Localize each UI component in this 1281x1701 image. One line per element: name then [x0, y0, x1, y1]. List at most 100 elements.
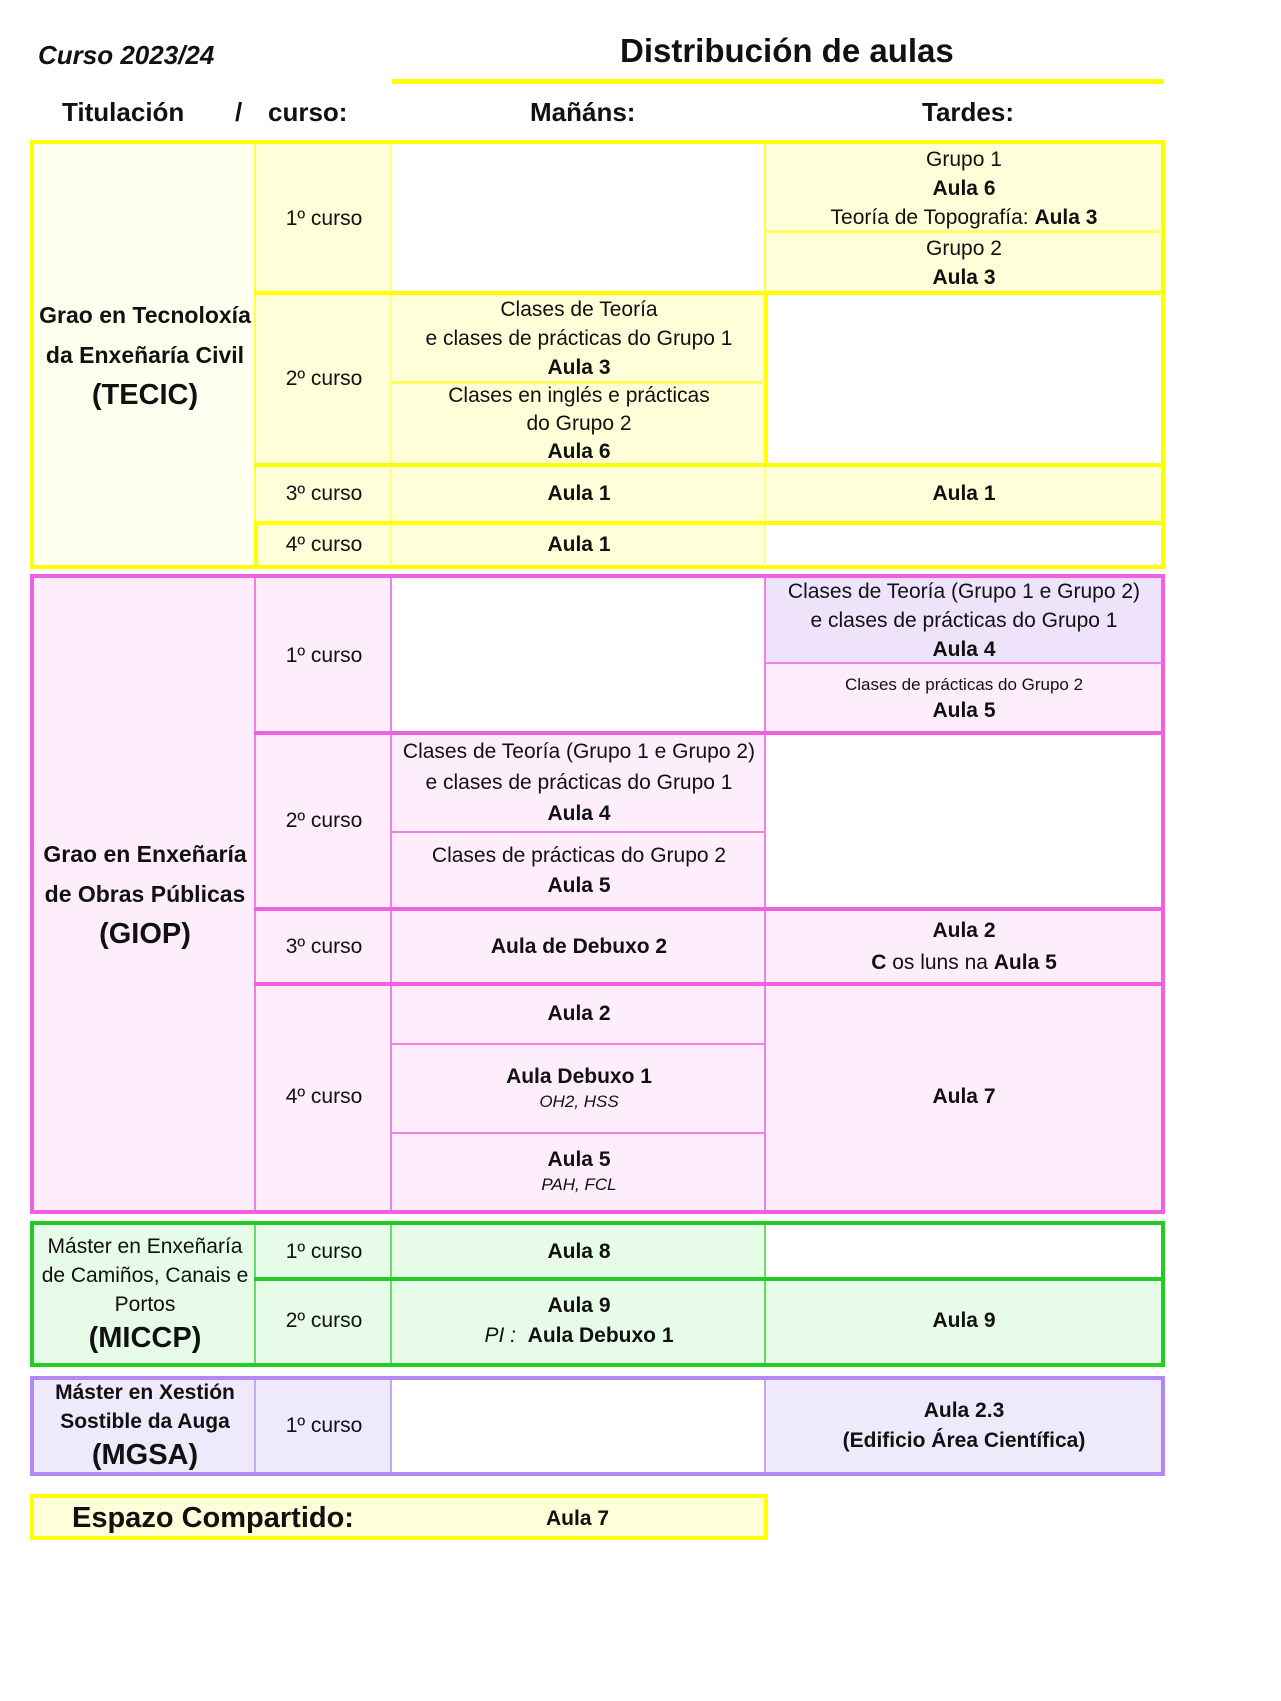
divider	[254, 578, 256, 1210]
schedule-cell: Aula 2.3 (Edificio Área Científica)	[766, 1380, 1162, 1472]
divider	[764, 465, 766, 566]
schedule-cell: Grupo 1 Aula 6 Teoría de Topografía: Aul…	[766, 144, 1162, 232]
divider	[390, 1225, 392, 1363]
schedule-cell: Aula 2 C os luns na Aula 5	[766, 909, 1162, 984]
title-underline	[392, 79, 1164, 84]
degree-abbr: (TECIC)	[91, 379, 199, 411]
divider	[254, 982, 1164, 986]
subject-codes: OH2, HSS	[539, 1092, 619, 1111]
schedule-cell: Aula 8	[392, 1225, 766, 1279]
divider	[392, 1132, 766, 1134]
schedule-cell: Clases en inglés e prácticas do Grupo 2 …	[392, 383, 766, 465]
course-label: 2º curso	[256, 733, 392, 909]
schedule-cell: Aula 1	[766, 465, 1162, 523]
class-text: e clases de prácticas do Grupo 1	[425, 326, 733, 350]
degree-name-miccp: Máster en Enxeñaría de Camiños, Canais e…	[34, 1225, 256, 1363]
divider	[766, 662, 1162, 664]
schedule-cell: Aula 7	[766, 984, 1162, 1210]
schedule-cell: Aula 1	[392, 523, 766, 566]
topografia-text: Teoría de Topografía:	[830, 205, 1035, 229]
course-label: 4º curso	[256, 523, 392, 566]
course-label: 3º curso	[256, 465, 392, 523]
room-label: Aula 1	[932, 482, 996, 505]
schedule-cell: Aula 2	[392, 984, 766, 1044]
degree-name-line1: Máster en Xestión	[55, 1381, 235, 1404]
room-label: Aula 5	[993, 950, 1057, 974]
schedule-cell: Clases de Teoría (Grupo 1 e Grupo 2) e c…	[392, 733, 766, 832]
schedule-cell: Aula 9	[766, 1279, 1162, 1363]
shared-space-label: Espazo Compartido:	[72, 1502, 354, 1534]
class-text: Clases de Teoría (Grupo 1 e Grupo 2)	[402, 740, 756, 763]
divider	[764, 1225, 766, 1363]
degree-name-line2: da Enxeñaría Civil	[45, 342, 245, 368]
schedule-cell: Aula Debuxo 1 OH2, HSS	[392, 1044, 766, 1133]
room-label: Aula 3	[547, 355, 611, 379]
divider	[254, 463, 1164, 467]
empty-slot	[766, 293, 1162, 465]
schedule-cell: Aula de Debuxo 2	[392, 909, 766, 984]
course-label-text: 4º curso	[285, 532, 363, 556]
divider	[764, 578, 766, 1210]
section-border	[30, 574, 1165, 1214]
class-text: Clases en inglés e prácticas	[448, 384, 710, 407]
divider	[254, 291, 1164, 295]
room-label: Aula 3	[1034, 205, 1098, 229]
col-header-titulacion: Titulación	[62, 97, 185, 127]
course-label-text: 4º curso	[285, 1085, 363, 1108]
course-label-text: 2º curso	[285, 809, 363, 832]
section-border	[30, 1221, 1165, 1367]
building-label: (Edificio Área Científica)	[842, 1429, 1086, 1452]
divider	[392, 1043, 766, 1045]
divider	[254, 523, 258, 566]
degree-name-line2: de Camiños, Canais e	[41, 1263, 249, 1287]
course-label-text: 1º curso	[285, 206, 363, 230]
course-label: 4º curso	[256, 984, 392, 1210]
degree-name-line1: Grao en Tecnoloxía	[39, 302, 251, 328]
divider	[392, 831, 766, 833]
course-label: 1º curso	[256, 144, 392, 293]
schedule-cell: Clases de Teoría (Grupo 1 e Grupo 2) e c…	[766, 578, 1162, 663]
col-header-mananas: Mañáns:	[530, 97, 636, 127]
degree-name-line2: de Obras Públicas	[44, 881, 246, 907]
course-label: 3º curso	[256, 909, 392, 984]
schedule-cell: Aula 1	[392, 465, 766, 523]
room-label: Aula 3	[932, 265, 996, 289]
page-title: Distribución de aulas	[620, 32, 954, 69]
empty-slot	[766, 1225, 1162, 1279]
room-label: Aula Debuxo 1	[506, 1065, 652, 1088]
room-label: Aula 4	[932, 638, 996, 661]
group-label: Grupo 1	[926, 147, 1002, 171]
class-text: do Grupo 2	[526, 412, 632, 435]
room-label: Aula 6	[932, 176, 996, 200]
course-label-text: 3º curso	[285, 482, 363, 505]
degree-name-line2: Sostible da Auga	[60, 1410, 230, 1433]
degree-name-mgsa: Máster en Xestión Sostible da Auga (MGSA…	[34, 1380, 256, 1472]
pi-label: PI :	[484, 1324, 516, 1347]
empty-slot	[766, 733, 1162, 909]
shared-space-room: Aula 7	[546, 1507, 610, 1530]
class-text: Clases de Teoría	[500, 297, 658, 321]
schedule-cell: Aula 5 PAH, FCL	[392, 1133, 766, 1210]
pi-line: PI : Aula Debuxo 1	[484, 1321, 673, 1351]
col-header-slash: /	[235, 97, 243, 127]
group-label: Grupo 2	[926, 236, 1002, 260]
course-label: 1º curso	[256, 1225, 392, 1279]
class-text: e clases de prácticas do Grupo 1	[425, 771, 733, 794]
room-label: Aula 7	[932, 1085, 996, 1108]
divider	[766, 230, 1162, 233]
degree-abbr: (MICCP)	[88, 1321, 202, 1354]
room-label: Aula Debuxo 1	[527, 1324, 674, 1347]
room-label: Aula 4	[547, 802, 611, 825]
divider	[254, 1225, 256, 1363]
course-label-text: 1º curso	[285, 1240, 363, 1263]
course-label-text: 2º curso	[285, 1309, 363, 1332]
room-label: Aula 1	[547, 482, 611, 505]
class-text: e clases de prácticas do Grupo 1	[810, 609, 1118, 632]
course-label-text: 2º curso	[285, 367, 363, 390]
divider	[392, 381, 766, 384]
course-label: 2º curso	[256, 1279, 392, 1363]
room-label: Aula 9	[932, 1309, 996, 1332]
course-year: Curso 2023/24	[38, 40, 215, 70]
course-label-text: 1º curso	[285, 1414, 363, 1437]
class-text: Clases de prácticas do Grupo 2	[844, 674, 1084, 694]
